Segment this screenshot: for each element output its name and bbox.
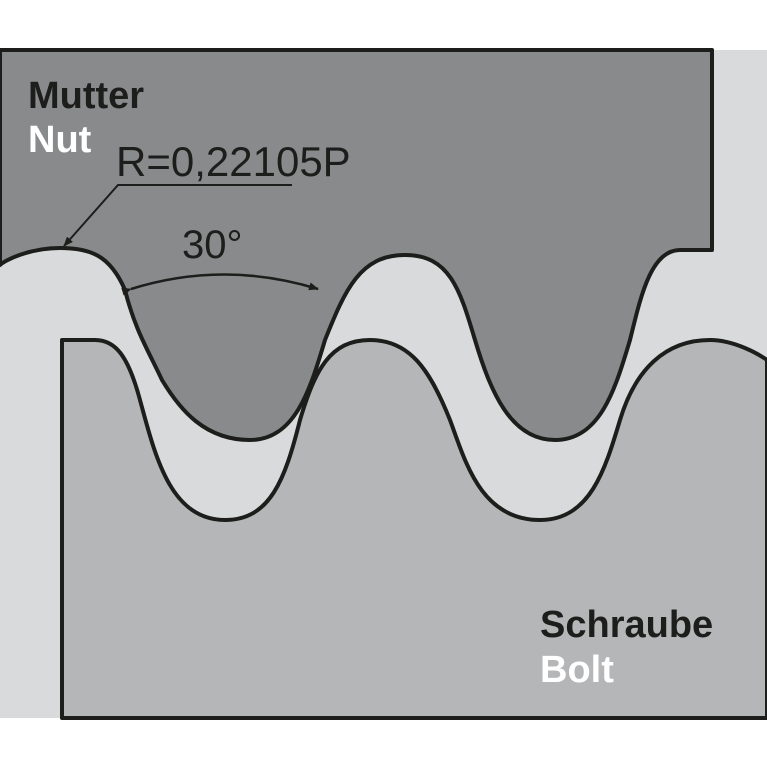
bolt-label-english: Bolt (540, 649, 614, 691)
bolt-label-german: Schraube (540, 604, 713, 646)
radius-leader-line (63, 184, 292, 247)
radius-label: R=0,22105P (116, 138, 351, 185)
bolt-body (60, 338, 767, 720)
angle-label: 30° (182, 223, 243, 267)
nut-label-german: Mutter (28, 75, 144, 117)
nut-label-english: Nut (28, 119, 92, 161)
angle-arc (121, 273, 319, 296)
